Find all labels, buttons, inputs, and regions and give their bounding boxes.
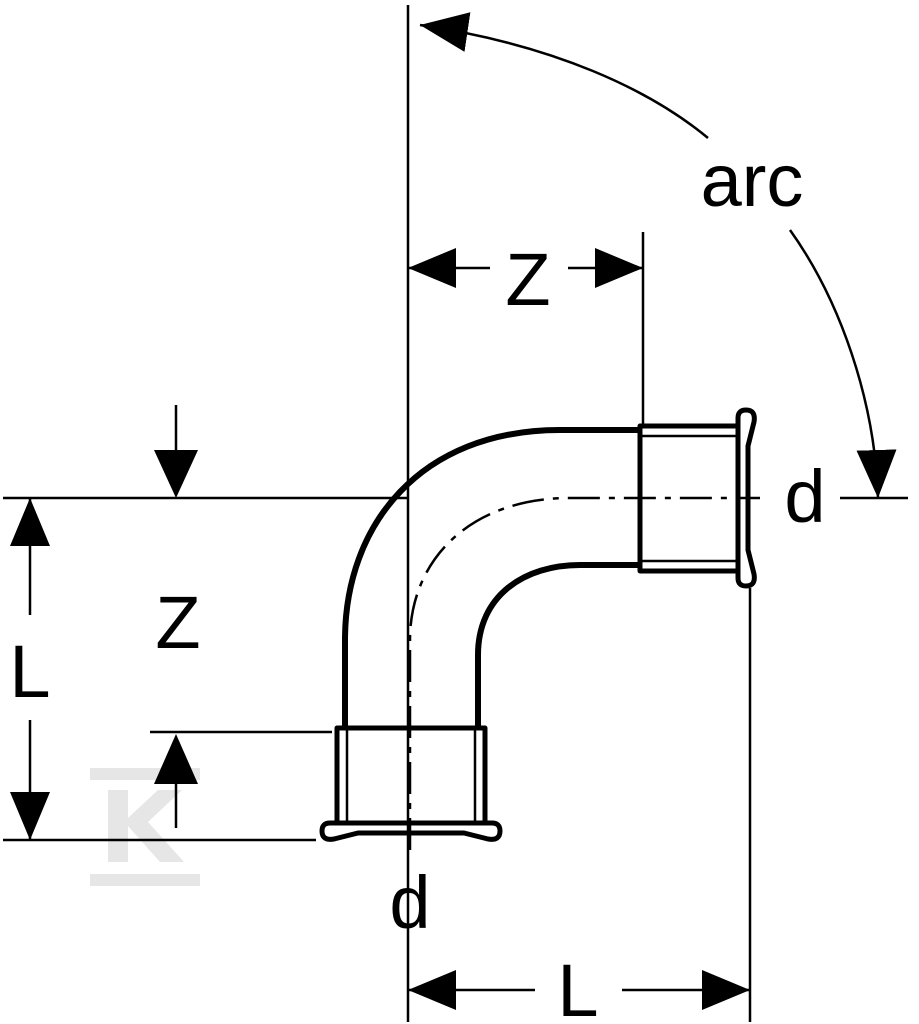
- d-top-arrow-head: [154, 450, 198, 498]
- dimension-arrows: [9, 12, 897, 1010]
- outer-bend-wall: [342, 427, 640, 728]
- d-right-label: d: [784, 455, 825, 538]
- arc-label: arc: [701, 139, 804, 222]
- z-top-label: Z: [505, 238, 550, 321]
- right-socket: [637, 407, 757, 589]
- d-bottom-label: d: [389, 861, 430, 944]
- centerline: [408, 496, 760, 850]
- dimension-labels: arc Z Z L L d d: [9, 139, 825, 1024]
- watermark-logo: [90, 768, 200, 886]
- bottom-socket: [319, 725, 503, 842]
- pipe-bend: [319, 407, 760, 850]
- z-left-label: Z: [155, 581, 200, 664]
- extension-lines: [3, 5, 908, 1022]
- z-left-arrow-head: [154, 734, 198, 784]
- l-left-label: L: [9, 630, 50, 713]
- l-bottom-label: L: [557, 949, 598, 1024]
- inner-bend-wall: [475, 562, 640, 728]
- arc-arrow-upper: [419, 12, 709, 139]
- arc-arrow-lower: [788, 229, 897, 499]
